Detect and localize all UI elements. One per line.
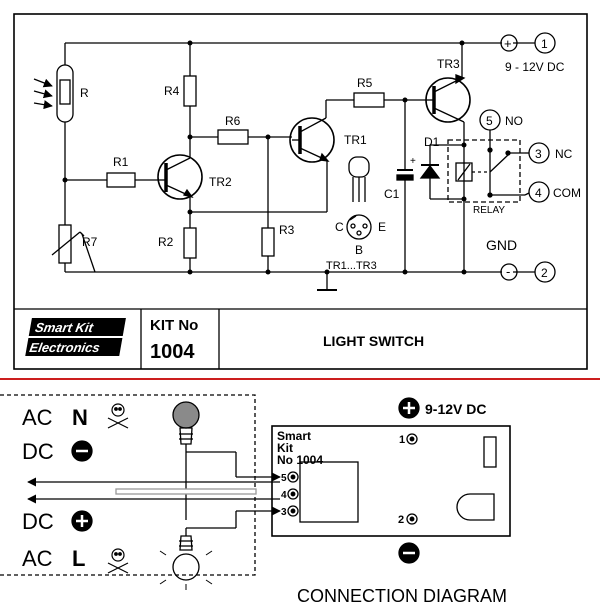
label-d1: D1	[424, 135, 440, 149]
r5-resistor	[353, 92, 385, 108]
dc-plus-label: DC	[22, 509, 54, 534]
c1-capacitor	[396, 174, 414, 181]
r2-resistor	[183, 227, 197, 259]
title-block: Smart Kit Electronics KIT No 1004 LIGHT …	[25, 317, 424, 363]
label-cap-plus: +	[410, 156, 416, 167]
bulb-rays	[159, 550, 213, 590]
r3-resistor	[261, 227, 275, 257]
connection-labels: AC N DC DC AC L Smart Kit No 1004 9-12V …	[22, 401, 507, 606]
circuit-schematic	[13, 13, 588, 370]
label-pin-e: E	[378, 220, 386, 234]
label-com: COM	[553, 186, 581, 200]
label-gnd: GND	[486, 237, 517, 253]
logo-line1: Smart Kit	[34, 320, 95, 335]
pad-1	[406, 433, 418, 445]
callout-1-text: 1	[541, 37, 548, 51]
bulb-top-base	[179, 427, 193, 445]
connection-diagram	[0, 394, 511, 590]
board-line3: No 1004	[277, 453, 323, 467]
skull-icon-bottom	[107, 548, 129, 574]
transistor-package	[348, 156, 370, 178]
pad-2-label: 2	[398, 514, 404, 526]
kit-number: 1004	[150, 341, 195, 363]
callout-3-text: 3	[535, 147, 542, 161]
ac-l-letter: L	[72, 546, 85, 571]
label-tr3: TR3	[437, 57, 460, 71]
ac-n-label: AC	[22, 405, 53, 430]
board-line1: Smart	[277, 429, 311, 443]
schematic-labels: R R4 R6 R5 TR3 TR1 R1 TR2 R7 R2 R3 C1 + …	[80, 36, 581, 280]
label-r3: R3	[279, 223, 295, 237]
logo-line2: Electronics	[28, 340, 101, 355]
r6-resistor	[217, 129, 249, 145]
kit-label: KIT No	[150, 317, 198, 334]
label-pin-c: C	[335, 220, 344, 234]
label-r: R	[80, 86, 89, 100]
tr2-transistor	[157, 154, 203, 200]
board-resistor	[483, 436, 497, 468]
r1-resistor	[106, 172, 136, 188]
bulb-bottom	[172, 553, 200, 581]
callout-4-text: 4	[535, 186, 542, 200]
bulb-top	[172, 401, 200, 429]
label-nc: NC	[555, 147, 573, 161]
label-c1: C1	[384, 187, 400, 201]
relay-box	[447, 139, 521, 203]
label-r7: R7	[82, 235, 98, 249]
enclosure-dashed	[0, 394, 256, 576]
transistor-pinout	[346, 214, 372, 240]
title-light-switch: LIGHT SWITCH	[323, 333, 424, 349]
label-tr2: TR2	[209, 175, 232, 189]
d1-diode	[419, 164, 441, 179]
label-r4: R4	[164, 84, 180, 98]
label-supply: 9 - 12V DC	[505, 60, 565, 74]
label-r1: R1	[113, 155, 129, 169]
plus-terminal	[500, 34, 518, 52]
label-minus: -	[506, 264, 510, 279]
pad-4-label: 4	[281, 490, 287, 501]
smart-kit-logo: Smart Kit Electronics	[25, 318, 126, 356]
pad-3-label: 3	[281, 507, 287, 518]
tr1-transistor	[289, 117, 335, 163]
pad-5	[287, 471, 299, 483]
label-pin-b: B	[355, 243, 363, 257]
pad-5-label: 5	[281, 473, 287, 484]
label-relay: RELAY	[473, 205, 505, 216]
board-line2: Kit	[277, 441, 293, 455]
pad-4	[287, 488, 299, 500]
ac-n-letter: N	[72, 405, 88, 430]
label-r2: R2	[158, 235, 174, 249]
label-r5: R5	[357, 76, 373, 90]
dc-minus-label: DC	[22, 439, 54, 464]
callout-5-text: 5	[486, 114, 493, 128]
bulb-bottom-base	[179, 535, 193, 551]
label-tr-group: TR1...TR3	[326, 260, 377, 272]
pad-2	[406, 513, 418, 525]
callout-2-text: 2	[541, 266, 548, 280]
schematic-frame	[13, 13, 588, 370]
minus-terminal	[500, 263, 518, 281]
board-supply: 9-12V DC	[425, 401, 486, 417]
label-plus: +	[504, 36, 512, 51]
skull-icon-top	[107, 403, 129, 429]
board-capacitor	[456, 493, 495, 521]
connection-caption: CONNECTION DIAGRAM	[297, 586, 507, 606]
pad-3	[287, 505, 299, 517]
label-no: NO	[505, 114, 523, 128]
label-tr1: TR1	[344, 133, 367, 147]
ac-l-label: AC	[22, 546, 53, 571]
callout-4	[528, 181, 550, 203]
label-r6: R6	[225, 114, 241, 128]
r4-resistor	[183, 75, 197, 107]
relay-outline	[299, 461, 359, 523]
pad-1-label: 1	[399, 434, 405, 446]
